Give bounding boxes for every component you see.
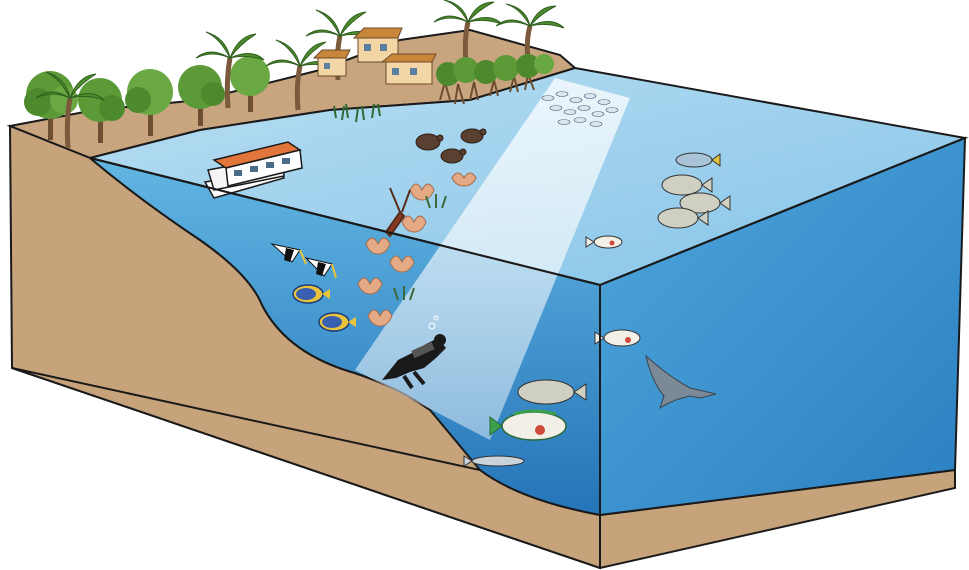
house-icon — [382, 54, 436, 84]
house-icon — [314, 50, 350, 76]
